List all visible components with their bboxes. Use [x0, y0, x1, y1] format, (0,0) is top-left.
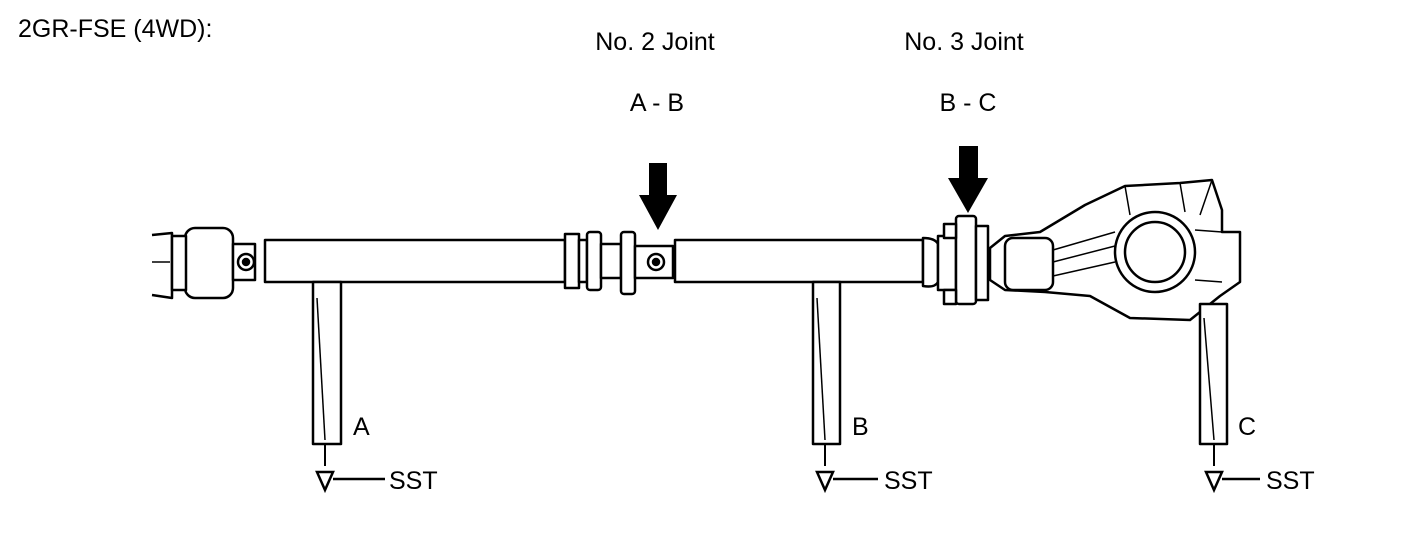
dial-gauge-c-icon: [1204, 470, 1224, 494]
measure-post-a: [311, 280, 343, 446]
joint-3-title: No. 3 Joint: [904, 28, 1024, 56]
point-label-a: A: [353, 413, 370, 441]
differential-housing: [988, 178, 1242, 322]
joint-2-title: No. 2 Joint: [595, 28, 715, 56]
joint-3-assembly: [921, 214, 990, 306]
measure-post-c: [1198, 302, 1229, 446]
rear-shaft-tube: [673, 238, 925, 284]
joint-3-arrow-icon: [948, 146, 988, 213]
dial-gauge-a-icon: [315, 470, 335, 494]
sst-label-c: SST: [1266, 467, 1315, 495]
engine-heading: 2GR-FSE (4WD):: [18, 15, 212, 43]
joint-2-assembly: [563, 230, 675, 296]
joint-3-points: B - C: [940, 89, 997, 117]
sst-label-b: SST: [884, 467, 933, 495]
front-shaft-tube: [263, 238, 567, 284]
sst-label-a: SST: [389, 467, 438, 495]
point-label-c: C: [1238, 413, 1256, 441]
dial-gauge-b-icon: [815, 470, 835, 494]
point-label-b: B: [852, 413, 869, 441]
joint-2-points: A - B: [630, 89, 684, 117]
measure-post-b: [811, 280, 842, 446]
joint-2-arrow-icon: [639, 163, 677, 230]
transmission-end: [151, 226, 257, 300]
